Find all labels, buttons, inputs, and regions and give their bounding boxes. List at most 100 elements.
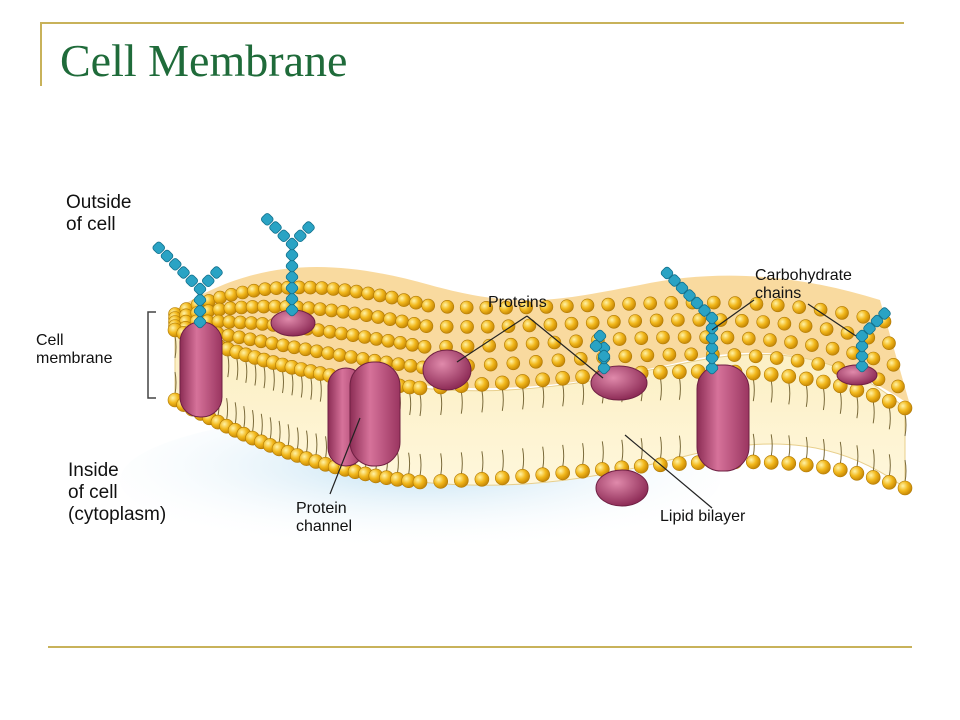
lipid-head: [303, 280, 318, 295]
protein-channel: [327, 361, 401, 467]
lipid-head: [897, 400, 913, 416]
lipid-head: [728, 296, 742, 310]
lipid-tail: [678, 377, 681, 400]
lipid-head: [474, 377, 490, 392]
cell-membrane-bracket: [147, 311, 156, 399]
lipid-head: [662, 347, 677, 362]
lipid-tail: [300, 375, 303, 398]
lipid-tail: [822, 387, 825, 411]
lipid-tail: [770, 380, 773, 403]
lipid-head: [405, 337, 420, 352]
carbohydrate-bead: [870, 314, 884, 328]
carbohydrate-bead: [302, 221, 315, 234]
lipid-head: [453, 473, 469, 488]
lipid-tail: [601, 441, 604, 464]
lipid-head: [504, 337, 518, 352]
lipid-head: [555, 465, 571, 481]
carbohydrate-bead: [202, 274, 215, 288]
lipid-head: [634, 331, 649, 346]
carbohydrate-bead: [193, 293, 207, 307]
lipid-head: [618, 349, 633, 364]
carbohydrate-bead: [193, 282, 207, 296]
lipid-head: [535, 467, 551, 483]
lipid-head: [792, 300, 807, 315]
lipid-head: [480, 319, 495, 334]
lipid-head: [633, 458, 649, 474]
carbohydrate-bead: [193, 304, 207, 318]
carbohydrate-bead: [855, 359, 869, 373]
carbohydrate-bead: [210, 266, 223, 279]
lipid-head: [555, 370, 571, 386]
lipid-head: [499, 300, 513, 315]
carbohydrate-bead: [169, 258, 182, 271]
lipid-head: [349, 284, 364, 299]
lipid-head: [756, 315, 771, 329]
carbohydrate-bead: [593, 329, 607, 343]
carbohydrate-bead: [668, 274, 681, 287]
lipid-tail: [659, 378, 662, 401]
lipid-head: [459, 300, 474, 315]
leader-lipid: [624, 434, 713, 509]
lipid-head: [735, 313, 749, 328]
lipid-tail: [245, 360, 248, 383]
lipid-tail: [856, 396, 859, 419]
lipid-head: [276, 338, 291, 353]
lipid-head: [385, 290, 399, 305]
lipid-head: [798, 319, 813, 333]
lipid-head: [224, 287, 239, 302]
carbohydrate-bead: [152, 241, 165, 255]
lipid-tail: [856, 445, 859, 468]
carbohydrate-bead: [294, 229, 307, 243]
lipid-head: [865, 470, 881, 485]
lipid-head: [664, 295, 679, 310]
lipid-head: [433, 474, 449, 489]
carbohydrate-bead: [863, 322, 876, 335]
lipid-head: [309, 344, 324, 359]
lipid-tail: [272, 368, 275, 391]
lipid-tail: [269, 417, 272, 440]
lipid-tail: [522, 387, 525, 410]
carbohydrate-bead: [285, 281, 299, 295]
carbohydrate-bead: [285, 303, 299, 317]
carbohydrate-bead: [193, 315, 207, 329]
lipid-head: [439, 319, 454, 334]
carbohydrate-bead: [589, 339, 603, 353]
lipid-tail: [234, 402, 237, 425]
carbohydrate-bead: [705, 361, 719, 375]
carbohydrate-bead: [261, 213, 274, 226]
lipid-head: [882, 336, 896, 351]
lipid-tail: [904, 413, 907, 437]
lipid-head: [849, 465, 865, 481]
lipid-head: [811, 357, 826, 371]
lipid-head: [213, 290, 227, 305]
lipid-head: [315, 281, 329, 295]
carbohydrate-bead: [683, 289, 696, 302]
carbohydrate-bead: [277, 229, 290, 243]
lipid-tail: [174, 335, 177, 359]
lipid-head: [407, 316, 422, 331]
lipid-tail: [291, 373, 294, 396]
lipid-head: [494, 375, 510, 391]
lipid-tail: [872, 401, 875, 424]
lipid-head: [881, 393, 897, 409]
lipid-head: [460, 339, 475, 354]
lipid-head: [653, 364, 668, 380]
lipid-tail: [805, 384, 808, 407]
lipid-tail: [621, 439, 624, 462]
lipid-head: [781, 456, 797, 471]
lipid-head: [391, 357, 406, 372]
lipid-head: [460, 320, 474, 334]
lipid-head: [835, 306, 849, 320]
carbohydrate-bead: [698, 304, 711, 317]
surface-protein-bottom: [595, 469, 649, 507]
lipid-head: [332, 348, 347, 362]
carbohydrate-bead: [705, 321, 719, 335]
leader-carb-1: [711, 299, 755, 331]
carbohydrate-bead: [690, 296, 704, 310]
lipid-head: [412, 380, 428, 396]
lipid-head: [819, 322, 834, 337]
lipid-head: [720, 330, 735, 345]
